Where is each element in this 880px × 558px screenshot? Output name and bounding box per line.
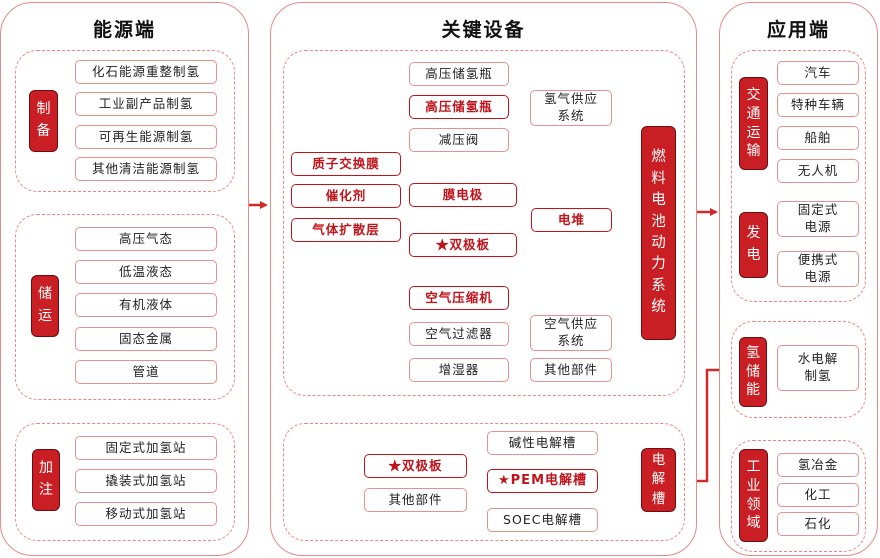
fuel-cell-group	[283, 50, 685, 396]
source-panel-title: 能源端	[92, 19, 156, 41]
stack-box: 电堆	[531, 208, 612, 232]
air-supply-item: 增湿器	[409, 358, 509, 382]
h2-supply-item: 高压储氢瓶	[409, 95, 509, 119]
industry-item: 氢冶金	[777, 453, 859, 477]
electrolyzer-type: SOEC电解槽	[487, 508, 598, 532]
mea-input: 质子交换膜	[291, 152, 401, 176]
storage-item: 高压气态	[75, 227, 217, 251]
h2-supply-item: 减压阀	[409, 128, 509, 152]
air-supply-item: 空气压缩机	[409, 286, 509, 310]
transport-tag: 交通运输	[739, 77, 768, 170]
air-supply-system: 空气供应系统	[530, 315, 612, 351]
industry-group	[731, 440, 866, 552]
fuel-cell-system-tag: 燃料电池动力系统	[641, 126, 676, 340]
mea-input: 气体扩散层	[291, 218, 401, 242]
production-tag: 制备	[29, 90, 58, 152]
power-item: 便携式电源	[777, 251, 859, 287]
power-tag: 发电	[739, 212, 768, 278]
refueling-item: 撬装式加氢站	[75, 469, 217, 493]
transport-item: 船舶	[777, 126, 859, 150]
electrolyzer-input: ★双极板	[364, 454, 467, 478]
air-supply-item: 空气过滤器	[409, 322, 509, 346]
production-group	[15, 50, 235, 192]
electrolyzer-tag: 电解槽	[641, 448, 676, 512]
refueling-group	[15, 423, 235, 541]
h2-storage-group	[731, 321, 866, 418]
transport-item: 无人机	[777, 159, 859, 183]
h2-storage-tag: 氢储能	[739, 337, 767, 407]
h2-storage-item: 水电解制氢	[777, 345, 859, 391]
transport-item: 汽车	[777, 61, 859, 85]
transport-item: 特种车辆	[777, 93, 859, 117]
storage-item: 低温液态	[75, 260, 217, 284]
refueling-item: 固定式加氢站	[75, 436, 217, 460]
industry-item: 化工	[777, 483, 859, 507]
electrolyzer-type: ★PEM电解槽	[487, 469, 598, 493]
storage-group	[15, 214, 235, 400]
bipolar-plate-box: ★双极板	[409, 233, 517, 257]
production-item: 其他清洁能源制氢	[75, 157, 217, 181]
other-parts-box: 其他部件	[530, 358, 612, 382]
refueling-item: 移动式加氢站	[75, 502, 217, 526]
application-panel-title: 应用端	[766, 19, 830, 41]
storage-tag: 储运	[31, 275, 59, 337]
production-item: 工业副产品制氢	[75, 92, 217, 116]
electrolyzer-input: 其他部件	[364, 488, 467, 512]
h2-supply-system: 氢气供应系统	[530, 90, 612, 126]
storage-item: 管道	[75, 360, 217, 384]
production-item: 可再生能源制氢	[75, 125, 217, 149]
industry-tag: 工业领域	[739, 449, 768, 542]
power-item: 固定式电源	[777, 201, 859, 237]
refueling-tag: 加注	[32, 449, 60, 511]
mea-box: 膜电极	[409, 183, 517, 207]
equipment-panel-title: 关键设备	[441, 19, 526, 41]
h2-supply-item: 高压储氢瓶	[409, 62, 509, 86]
storage-item: 固态金属	[75, 327, 217, 351]
equipment-panel: 关键设备	[270, 2, 697, 556]
mea-input: 催化剂	[291, 184, 401, 208]
industry-item: 石化	[777, 512, 859, 536]
production-item: 化石能源重整制氢	[75, 60, 217, 84]
electrolyzer-type: 碱性电解槽	[487, 431, 598, 455]
electrolyzer-group	[283, 423, 685, 541]
transport-power-group	[731, 50, 866, 302]
storage-item: 有机液体	[75, 293, 217, 317]
